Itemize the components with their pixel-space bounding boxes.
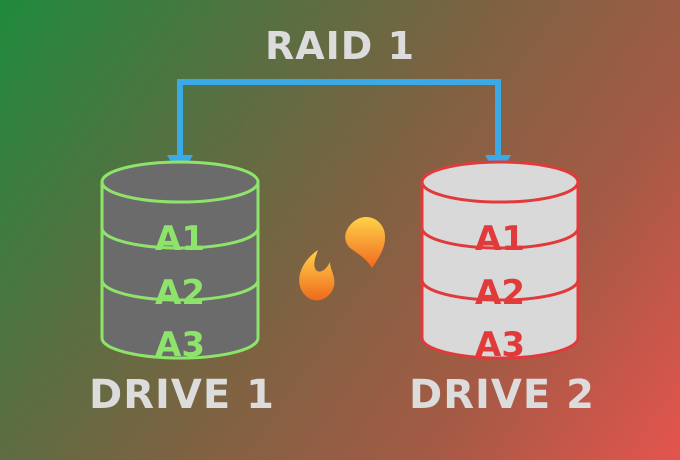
drive-2-block-a1: A1 [475,219,525,259]
drive-1-cylinder: A1 A2 A3 [100,160,260,365]
drive-2-block-a3: A3 [475,325,525,365]
drive-2-cylinder: A1 A2 A3 [420,160,580,365]
raid-title: RAID 1 [264,24,416,68]
drive-1-block-a2: A2 [155,273,205,313]
drive-1-block-a1: A1 [155,219,205,259]
drive-2-block-a2: A2 [475,273,525,313]
drive-1-block-a3: A3 [155,325,205,365]
sync-flame-icon [299,216,386,301]
drive-1-label: DRIVE 1 [89,372,275,418]
drive-2-label: DRIVE 2 [409,372,595,418]
